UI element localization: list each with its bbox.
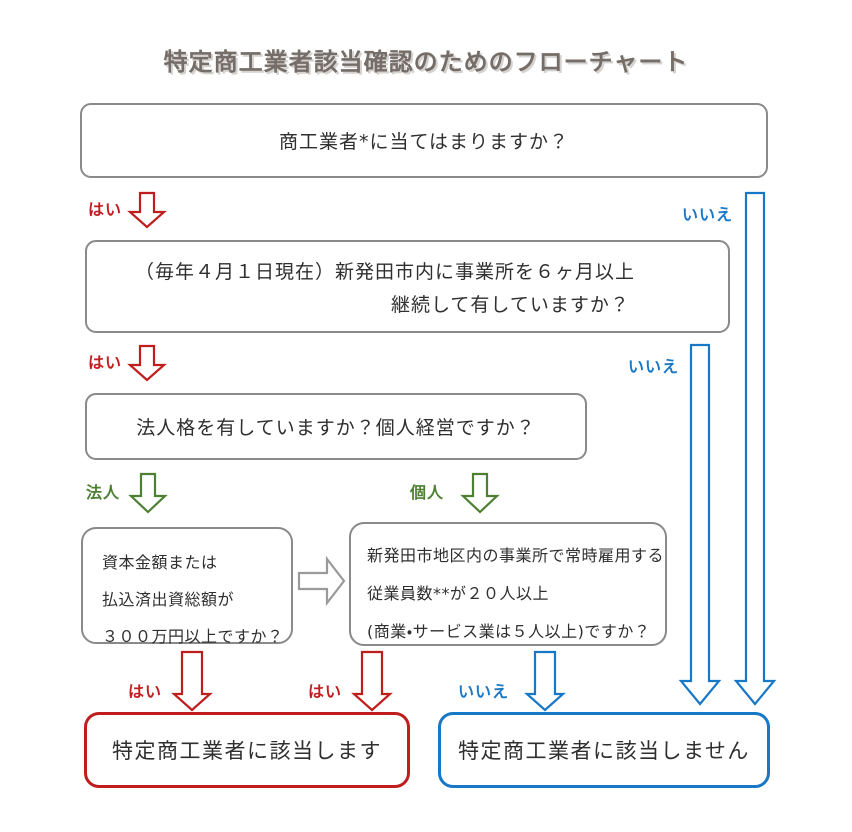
result-not-eligible-text: 特定商工業者に該当しません: [458, 739, 750, 763]
question-box-5-line1: 新発田市地区内の事業所で常時雇用する: [367, 546, 665, 565]
individual-label: 個人: [410, 483, 445, 502]
next-right-arrow-icon: [297, 555, 346, 607]
question-box-3: 法人格を有していますか？個人経営ですか？: [85, 393, 587, 460]
yes-down-arrow-icon-1: [127, 191, 167, 229]
question-box-1-text: 商工業者*に当てはまりますか？: [278, 131, 570, 153]
yes-label-3: はい: [128, 682, 163, 701]
no-long-down-arrow-icon-2: [678, 343, 722, 706]
question-box-3-text: 法人格を有していますか？個人経営ですか？: [136, 417, 536, 439]
result-eligible-text: 特定商工業者に該当します: [112, 739, 382, 763]
no-label-1: いいえ: [682, 205, 734, 224]
corporation-down-arrow-icon: [128, 472, 168, 514]
flowchart-title: 特定商工業者該当確認のためのフローチャート: [163, 48, 689, 76]
yes-label-4: はい: [308, 682, 343, 701]
question-box-2-line2: 継続して有していますか？: [391, 294, 630, 316]
yes-down-arrow-icon-4: [351, 650, 393, 712]
no-down-arrow-icon-3: [524, 650, 566, 712]
yes-label-2: はい: [88, 353, 123, 372]
question-box-4-line1: 資本金額または: [102, 553, 218, 572]
corporation-label: 法人: [86, 483, 121, 502]
question-box-5: 新発田市地区内の事業所で常時雇用する 従業員数**が２０人以上 (商業・サービス…: [349, 522, 667, 646]
no-long-down-arrow-icon-1: [733, 191, 777, 706]
question-box-4-line2: 払込済出資総額が: [102, 590, 235, 609]
yes-down-arrow-icon-2: [127, 344, 167, 382]
question-box-5-line2: 従業員数**が２０人以上: [367, 584, 550, 603]
yes-down-arrow-icon-3: [171, 650, 213, 712]
no-label-2: いいえ: [628, 357, 680, 376]
yes-label-1: はい: [88, 200, 123, 219]
result-box-eligible: 特定商工業者に該当します: [84, 712, 410, 788]
question-box-4: 資本金額または 払込済出資総額が ３００万円以上ですか？: [81, 527, 293, 646]
question-box-2-line1: （毎年４月１日現在）新発田市内に事業所を６ヶ月以上: [135, 261, 636, 283]
question-box-2: （毎年４月１日現在）新発田市内に事業所を６ヶ月以上 継続して有していますか？: [85, 240, 730, 333]
question-box-5-line3: (商業・サービス業は５人以上)ですか？: [367, 622, 651, 641]
individual-down-arrow-icon: [460, 472, 500, 514]
question-box-4-line3: ３００万円以上ですか？: [102, 627, 284, 646]
question-box-1: 商工業者*に当てはまりますか？: [80, 103, 768, 178]
result-box-not-eligible: 特定商工業者に該当しません: [438, 712, 770, 788]
no-label-3: いいえ: [458, 682, 510, 701]
